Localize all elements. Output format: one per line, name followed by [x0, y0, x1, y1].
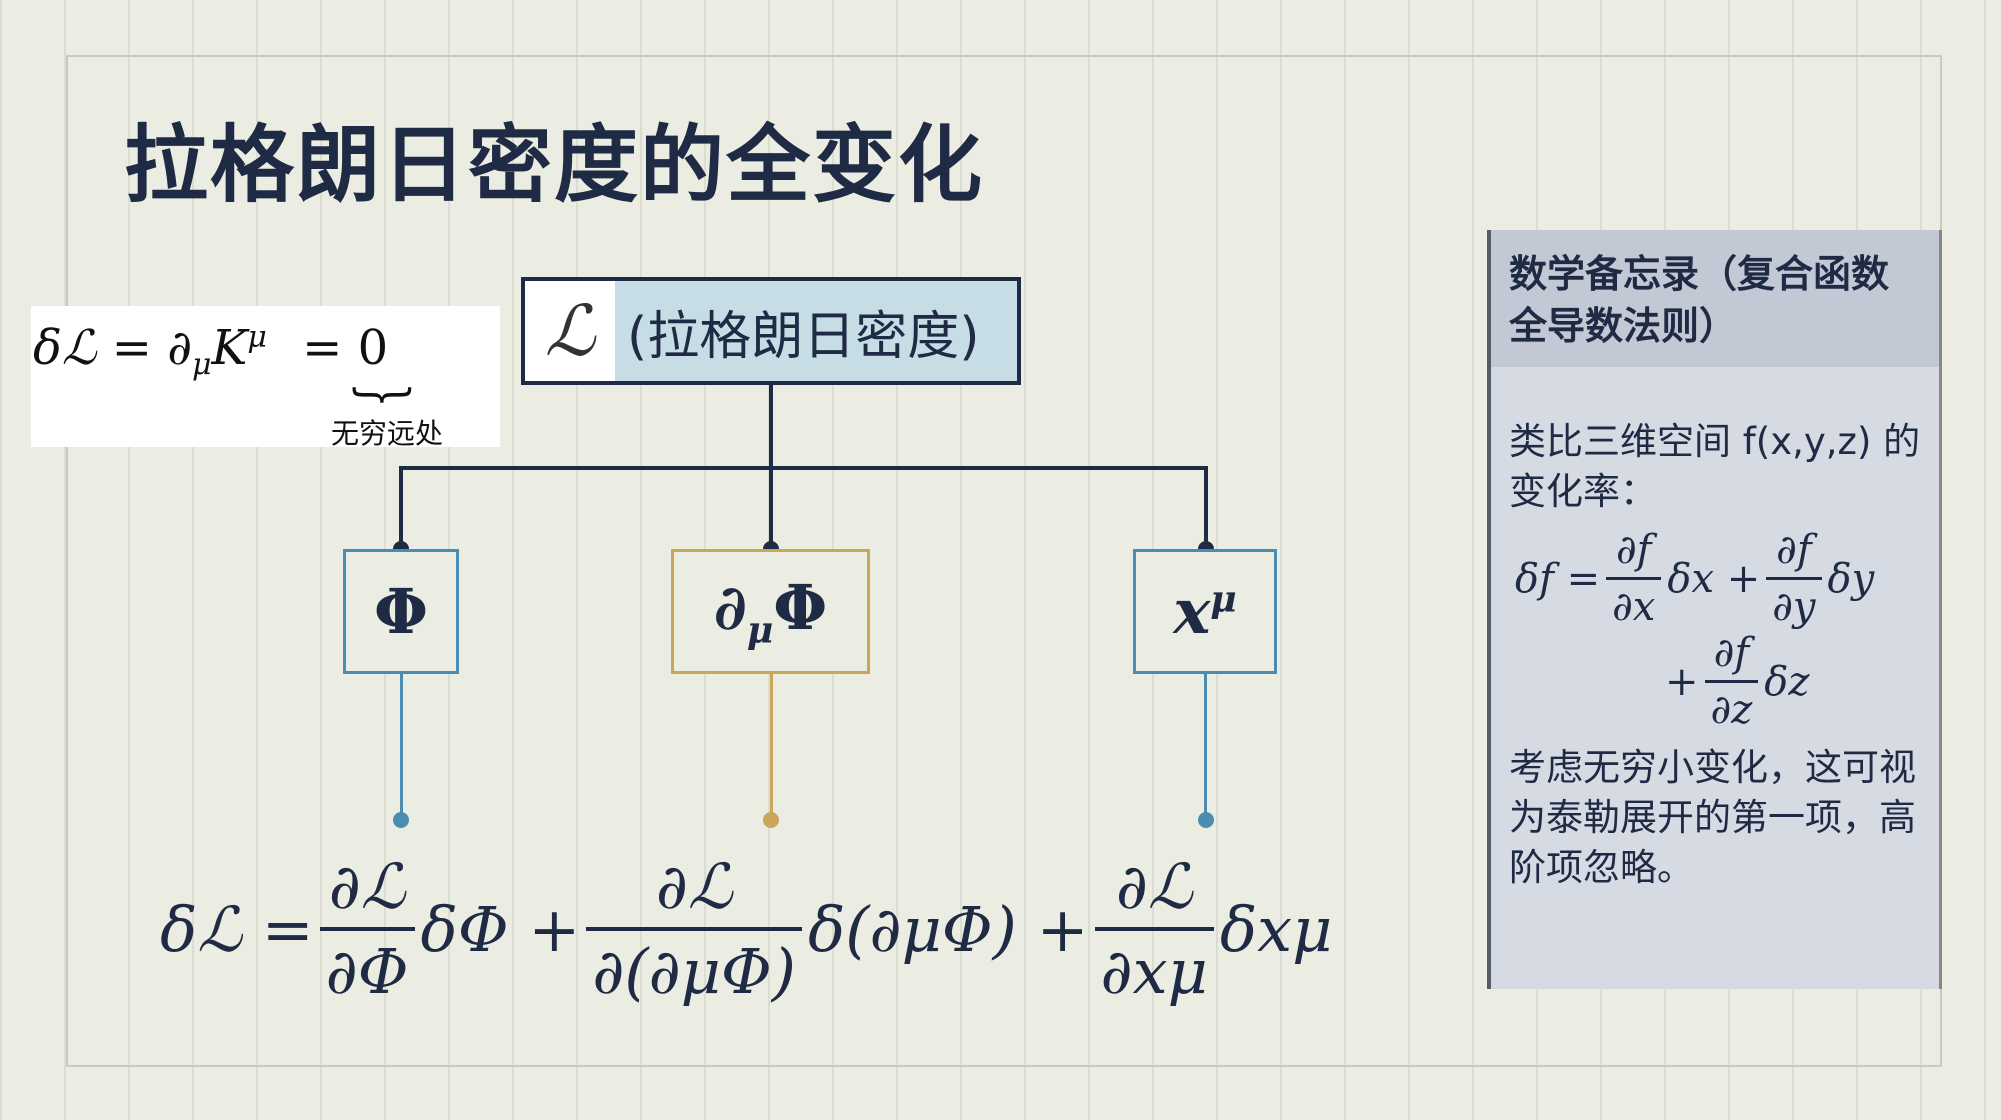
node-x-label: xμ [1173, 575, 1237, 648]
eq-lhs: δℒ = [160, 892, 314, 966]
inset-note: 无穷远处 [331, 417, 444, 450]
node-dphi-label: ∂μΦ [713, 571, 828, 652]
eq-term: δ(∂μΦ) + [807, 892, 1089, 966]
numerator: ∂f [1616, 527, 1652, 573]
fraction: ∂ℒ∂xμ [1094, 850, 1214, 1008]
node-x: xμ [1133, 549, 1277, 674]
underbrace-icon: } [346, 382, 421, 408]
connector [1204, 466, 1208, 549]
eq-term: δΦ + [420, 892, 581, 966]
fraction: ∂f∂y [1766, 527, 1822, 630]
lagrangian-node: ℒ (拉格朗日密度) [521, 277, 1021, 385]
numerator: ∂ℒ [655, 850, 733, 923]
fraction: ∂ℒ∂(∂μΦ) [586, 850, 802, 1008]
numerator: ∂f [1776, 527, 1812, 573]
connector [400, 674, 403, 819]
memo-heading: 数学备忘录（复合函数全导数法则） [1491, 230, 1939, 367]
node-phi: Φ [343, 549, 459, 674]
inset-k: K [211, 320, 248, 376]
denominator: ∂y [1766, 577, 1822, 630]
fraction: ∂f∂x [1606, 527, 1662, 630]
denominator: ∂x [1606, 577, 1662, 630]
denominator: ∂(∂μΦ) [586, 927, 802, 1008]
connector [770, 674, 773, 819]
end-dot [1198, 812, 1214, 828]
connector [399, 466, 403, 549]
connector [399, 466, 1208, 470]
numerator: ∂ℒ [1115, 850, 1193, 923]
connector [1204, 674, 1207, 819]
inset-rhs: = 0 [286, 320, 389, 376]
lagrangian-label: (拉格朗日密度) [627, 306, 980, 367]
page-title: 拉格朗日密度的全变化 [124, 116, 985, 214]
inset-sub: μ [192, 347, 212, 383]
eq-lhs: δf = [1515, 555, 1601, 602]
eq-term: δz [1764, 658, 1810, 705]
eq-plus: + [1665, 658, 1699, 705]
math-memo-panel: 数学备忘录（复合函数全导数法则） 类比三维空间 f(x,y,z) 的变化率： δ… [1487, 230, 1942, 989]
end-dot [763, 812, 779, 828]
node-dphi: ∂μΦ [671, 549, 870, 674]
total-variation-equation: δℒ = ∂ℒ∂Φ δΦ + ∂ℒ∂(∂μΦ) δ(∂μΦ) + ∂ℒ∂xμ δ… [160, 850, 1332, 1008]
inset-formula: δℒ = ∂μKμ = 0 } 无穷远处 [31, 306, 500, 450]
inset-lhs: δℒ = ∂ [33, 320, 193, 376]
denominator: ∂Φ [319, 927, 415, 1008]
connector [769, 466, 773, 549]
memo-note: 考虑无穷小变化，这可视为泰勒展开的第一项，高阶项忽略。 [1509, 746, 1916, 889]
eq-term: δx + [1667, 555, 1761, 602]
node-phi-label: Φ [373, 575, 428, 648]
end-dot [393, 812, 409, 828]
lagrangian-symbol: ℒ [525, 281, 615, 381]
denominator: ∂xμ [1094, 927, 1214, 1008]
fraction: ∂ℒ∂Φ [319, 850, 415, 1008]
denominator: ∂z [1704, 680, 1759, 733]
fraction: ∂f∂z [1704, 630, 1759, 733]
numerator: ∂ℒ [328, 850, 406, 923]
memo-intro: 类比三维空间 f(x,y,z) 的变化率： [1509, 420, 1921, 513]
eq-term: δy [1827, 555, 1875, 602]
numerator: ∂f [1713, 630, 1750, 676]
inset-sup: μ [247, 320, 267, 355]
connector [769, 385, 773, 468]
eq-term: δxμ [1219, 892, 1333, 966]
